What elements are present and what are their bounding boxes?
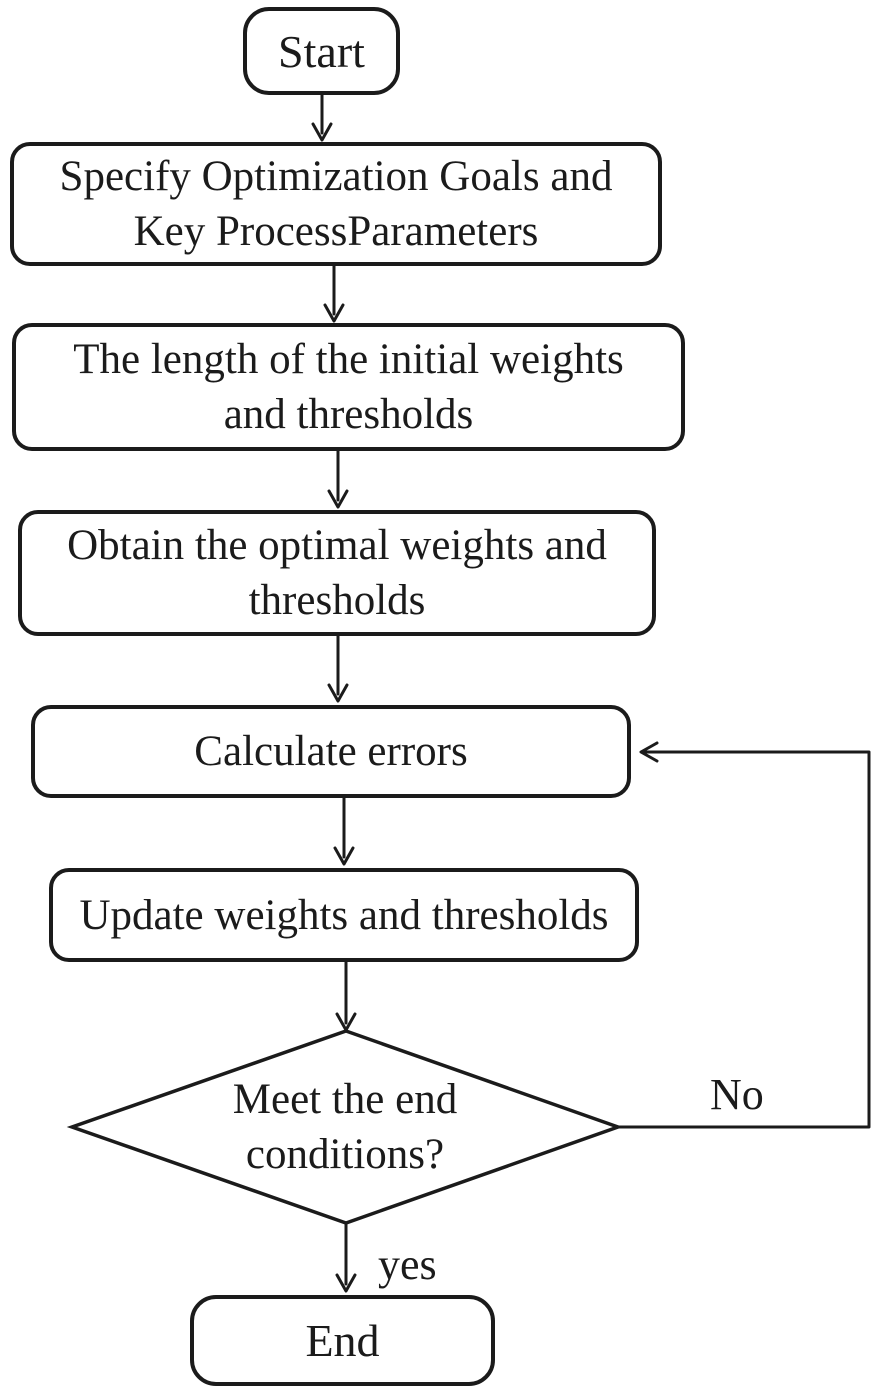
no-branch-label: No	[710, 1070, 764, 1119]
edge-specify-to-length	[323, 264, 345, 323]
edge-start-to-specify	[311, 93, 333, 142]
arrow-down-icon	[311, 122, 333, 142]
initial-length-line-2: and thresholds	[223, 391, 474, 438]
edge-update-to-decision	[335, 960, 357, 1032]
specify-goals-line-2: Key ProcessParameters	[133, 208, 539, 255]
specify-goals-line-1: Specify Optimization Goals and	[59, 153, 613, 200]
edge-calculate-to-update	[333, 796, 355, 866]
edge-length-to-obtain	[327, 449, 349, 509]
yes-branch-label: yes	[378, 1240, 437, 1289]
end-node: End	[190, 1295, 495, 1386]
decision-line-2: conditions?	[245, 1131, 445, 1178]
obtain-optimal-node: Obtain the optimal weights and threshold…	[18, 510, 656, 636]
decision-diamond-shape	[66, 1029, 624, 1225]
specify-goals-node: Specify Optimization Goals and Key Proce…	[10, 142, 662, 266]
initial-length-line-1: The length of the initial weights	[73, 336, 624, 383]
arrow-down-icon	[327, 683, 349, 703]
start-node: Start	[243, 7, 400, 95]
arrow-down-icon	[327, 489, 349, 509]
arrow-down-icon	[333, 846, 355, 866]
initial-length-node: The length of the initial weights and th…	[12, 323, 685, 451]
end-label: End	[305, 1315, 380, 1366]
arrow-down-icon	[335, 1273, 357, 1293]
update-weights-label: Update weights and thresholds	[79, 891, 609, 939]
edge-decision-no-loop	[615, 741, 871, 1129]
decision-node-text: Meet the end conditions?	[145, 1072, 545, 1182]
edge-decision-yes-to-end	[335, 1221, 357, 1293]
obtain-optimal-line-1: Obtain the optimal weights and	[67, 522, 607, 569]
decision-line-1: Meet the end	[232, 1076, 458, 1123]
start-label: Start	[278, 25, 365, 77]
arrow-left-icon	[639, 741, 659, 763]
arrow-down-icon	[323, 303, 345, 323]
calculate-errors-label: Calculate errors	[194, 728, 468, 775]
update-weights-node: Update weights and thresholds	[49, 868, 639, 962]
calculate-errors-node: Calculate errors	[31, 705, 631, 798]
edge-obtain-to-calculate	[327, 634, 349, 703]
edge-shaft	[615, 750, 871, 1129]
obtain-optimal-line-2: thresholds	[248, 577, 426, 624]
